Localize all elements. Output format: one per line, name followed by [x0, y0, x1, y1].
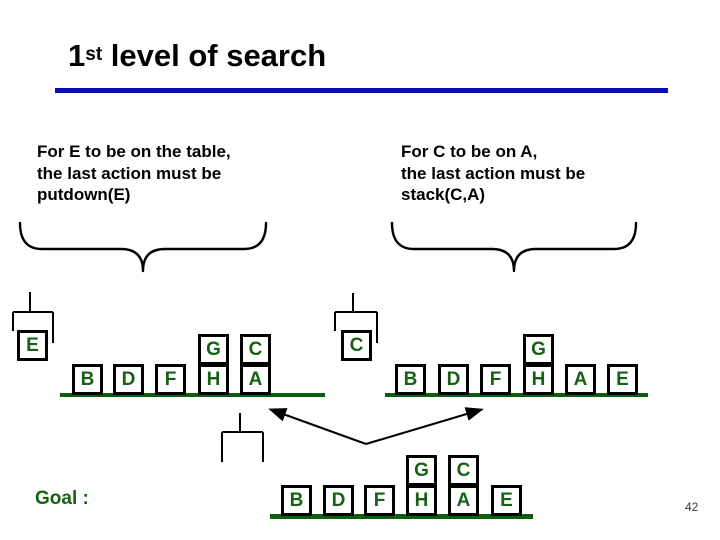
block-G: G	[406, 455, 437, 486]
block-B: B	[281, 485, 312, 516]
curly-brace-left-icon	[18, 221, 268, 273]
page-title: 1st level of search	[68, 38, 326, 74]
block-G: G	[523, 334, 554, 365]
block-B: B	[395, 364, 426, 395]
block-letter: F	[373, 489, 386, 511]
block-H: H	[406, 485, 437, 516]
block-H: H	[523, 364, 554, 395]
block-A: A	[448, 485, 479, 516]
block-letter: D	[446, 368, 461, 390]
block-letter: A	[573, 368, 588, 390]
annotation-right-line3: stack(C,A)	[401, 185, 486, 204]
block-letter: B	[80, 368, 95, 390]
block-letter: G	[531, 338, 546, 360]
title-underline	[55, 88, 668, 93]
annotation-right-line1: For C to be on A,	[401, 142, 538, 161]
gripper-icon	[334, 293, 378, 343]
block-letter: B	[289, 489, 304, 511]
block-letter: B	[403, 368, 418, 390]
block-letter: E	[616, 368, 629, 390]
table-line	[385, 393, 648, 397]
annotation-left-line2: the last action must be	[37, 163, 222, 183]
block-letter: D	[331, 489, 346, 511]
block-letter: F	[164, 368, 177, 390]
gripper-icon	[12, 292, 54, 343]
block-E: E	[491, 485, 522, 516]
block-letter: C	[349, 334, 364, 356]
goal-label: Goal :	[35, 488, 89, 509]
title-text: level of search	[102, 38, 327, 73]
block-letter: D	[121, 368, 136, 390]
block-letter: G	[414, 459, 429, 481]
block-A: A	[240, 364, 271, 395]
block-letter: A	[456, 489, 471, 511]
block-B: B	[72, 364, 103, 395]
page-number: 42	[685, 500, 699, 514]
block-A: A	[565, 364, 596, 395]
annotation-left-line1: For E to be on the table,	[37, 142, 231, 161]
block-letter: H	[414, 489, 429, 511]
block-letter: F	[489, 368, 502, 390]
block-D: D	[438, 364, 469, 395]
block-E-held: E	[17, 330, 48, 361]
annotation-right: For C to be on A, the last action must b…	[401, 141, 585, 206]
block-letter: H	[206, 368, 221, 390]
block-D: D	[323, 485, 354, 516]
block-letter: A	[248, 368, 263, 390]
block-letter: G	[206, 338, 221, 360]
block-letter: E	[500, 489, 513, 511]
block-F: F	[364, 485, 395, 516]
table-line	[270, 514, 533, 519]
block-C: C	[448, 455, 479, 486]
block-letter: E	[26, 334, 39, 356]
block-D: D	[113, 364, 144, 395]
annotation-right-line2: the last action must be	[401, 163, 586, 183]
block-G: G	[198, 334, 229, 365]
annotation-left-line3: putdown(E)	[37, 185, 131, 204]
split-arrows-icon	[268, 407, 484, 445]
curly-brace-right-icon	[390, 221, 638, 273]
block-letter: C	[456, 459, 471, 481]
gripper-icon	[221, 413, 264, 462]
block-C-held: C	[341, 330, 372, 361]
table-line	[60, 393, 325, 397]
block-F: F	[480, 364, 511, 395]
block-letter: H	[531, 368, 546, 390]
annotation-left: For E to be on the table, the last actio…	[37, 141, 231, 206]
block-letter: C	[248, 338, 263, 360]
block-E: E	[607, 364, 638, 395]
block-C: C	[240, 334, 271, 365]
title-superscript: st	[85, 44, 103, 65]
block-H: H	[198, 364, 229, 395]
block-F: F	[155, 364, 186, 395]
title-number: 1	[68, 38, 86, 73]
